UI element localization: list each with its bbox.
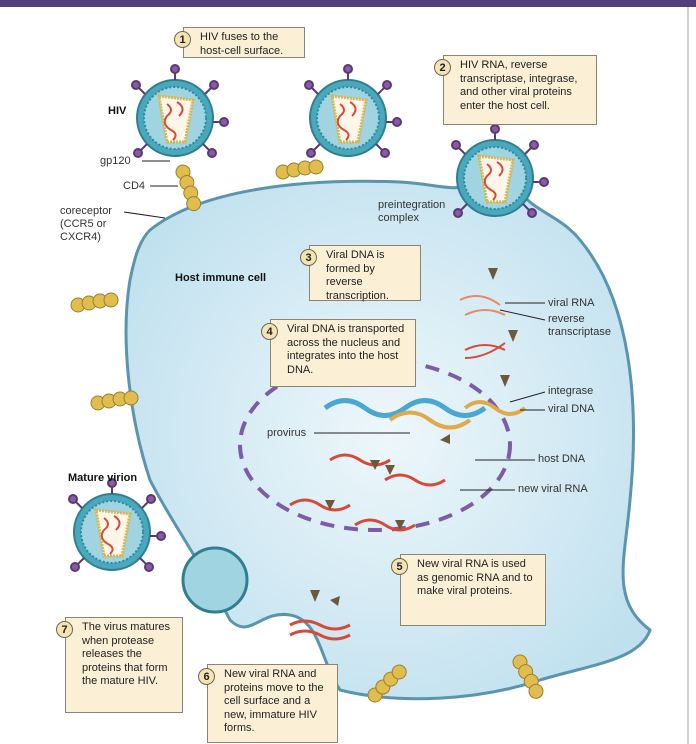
- label-viral-rna: viral RNA: [548, 297, 595, 309]
- step-4-callout: 4 Viral DNA is transported across the nu…: [261, 319, 416, 387]
- label-reverse-transcriptase: reverse transcriptase: [548, 313, 611, 338]
- label-new-viral-rna: new viral RNA: [518, 483, 588, 495]
- step-1-text: HIV fuses to the host-cell surface.: [200, 31, 284, 57]
- step-5-badge: 5: [391, 558, 408, 575]
- header-bar: [0, 0, 696, 7]
- label-host-immune-cell: Host immune cell: [175, 272, 267, 284]
- page-edge: [687, 7, 689, 744]
- step-2-badge: 2: [434, 59, 451, 76]
- label-provirus: provirus: [267, 427, 307, 439]
- label-cd4: CD4: [123, 180, 146, 192]
- label-coreceptor: coreceptor (CCR5 or CXCR4): [60, 205, 112, 243]
- step-4-badge: 4: [261, 323, 278, 340]
- nucleus: [238, 358, 512, 532]
- step-3-text: Viral DNA is formed by reverse transcrip…: [326, 249, 389, 302]
- label-gp120: gp120: [100, 155, 131, 167]
- step-6-text: New viral RNA and proteins move to the c…: [224, 668, 324, 734]
- step-6-callout: 6 New viral RNA and proteins move to the…: [198, 664, 338, 743]
- label-hiv: HIV: [108, 105, 127, 117]
- step-6-badge: 6: [198, 668, 215, 685]
- label-mature-virion: Mature virion: [68, 472, 138, 484]
- step-1-callout: 1 HIV fuses to the host-cell surface.: [174, 27, 305, 58]
- step-5-text: New viral RNA is used as genomic RNA and…: [417, 558, 533, 597]
- step-7-callout: 7 The virus matures when protease releas…: [56, 617, 183, 713]
- step-3-callout: 3 Viral DNA is formed by reverse transcr…: [300, 245, 421, 302]
- step-2-text: HIV RNA, reverse transcriptase, integras…: [460, 59, 578, 112]
- label-host-dna: host DNA: [538, 453, 586, 465]
- step-4-text: Viral DNA is transported across the nucl…: [287, 323, 405, 376]
- step-5-callout: 5 New viral RNA is used as genomic RNA a…: [391, 554, 546, 626]
- step-7-badge: 7: [56, 621, 73, 638]
- step-2-callout: 2 HIV RNA, reverse transcriptase, integr…: [434, 55, 597, 125]
- label-integrase: integrase: [548, 385, 594, 397]
- step-7-text: The virus matures when protease releases…: [82, 621, 171, 687]
- label-preintegration-complex: preintegration complex: [378, 199, 446, 224]
- step-3-badge: 3: [300, 249, 317, 266]
- step-1-badge: 1: [174, 31, 191, 48]
- label-viral-dna: viral DNA: [548, 403, 595, 415]
